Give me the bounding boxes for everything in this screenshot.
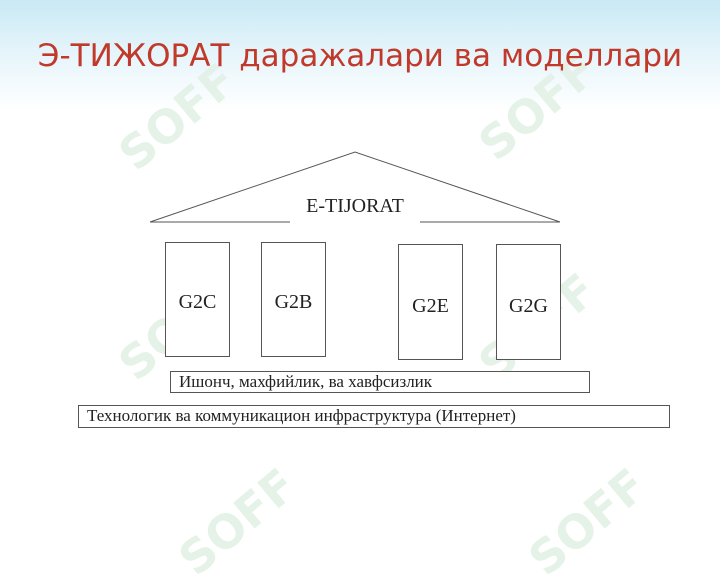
- pillar-g2g: G2G: [496, 244, 561, 360]
- pillar-label: G2C: [178, 291, 217, 313]
- roof-label: E-TIJORAT: [306, 195, 404, 217]
- header-band: [0, 0, 720, 110]
- e-commerce-diagram: E-TIJORAT G2C G2B G2E G2G Ишонч, махфийл…: [78, 151, 670, 428]
- infrastructure-layer: Технологик ва коммуникацион инфраструкту…: [78, 405, 670, 428]
- slide-title: Э-ТИЖОРАТ даражалари ва моделлари: [37, 38, 683, 74]
- pillar-g2e: G2E: [398, 244, 463, 360]
- pillar-label: G2E: [412, 295, 449, 317]
- pillar-label: G2G: [509, 295, 548, 317]
- pillar-g2b: G2B: [261, 242, 326, 357]
- pillar-g2c: G2C: [165, 242, 230, 357]
- trust-security-layer: Ишонч, махфийлик, ва хавфсизлик: [170, 371, 590, 393]
- pillar-label: G2B: [274, 291, 313, 313]
- roof-shape: [149, 151, 561, 223]
